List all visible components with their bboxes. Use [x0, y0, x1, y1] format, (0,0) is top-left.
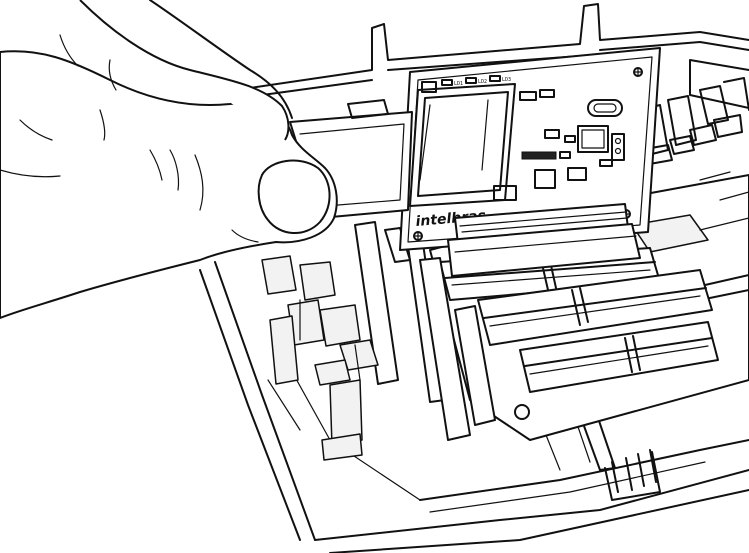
led-label-3: LD3: [502, 77, 511, 83]
led-indicators: LD1 LD2 LD3: [441, 75, 511, 87]
jumper-block: [611, 133, 625, 161]
led-label-1: LD1: [454, 81, 463, 87]
pin-header-connector-3: [519, 321, 719, 393]
memory-board: LD1 LD2 LD3: [399, 47, 661, 277]
hand-holding-sd-card: [0, 0, 338, 319]
crystal-oscillator: [587, 99, 623, 117]
led-label-2: LD2: [478, 79, 487, 85]
mounting-brackets: [261, 221, 496, 461]
pin-header-connector-2: [477, 269, 713, 346]
board-edge-pin-header: [447, 203, 641, 277]
sd-card-slot: [409, 81, 516, 207]
microcontroller-chip: [577, 125, 609, 153]
ic-chip-4: [567, 167, 587, 181]
chassis-enclosure: [199, 3, 749, 553]
ic-chip-3: [493, 185, 517, 201]
ic-chip-1: [521, 151, 557, 160]
ic-chip-2: [534, 169, 556, 189]
